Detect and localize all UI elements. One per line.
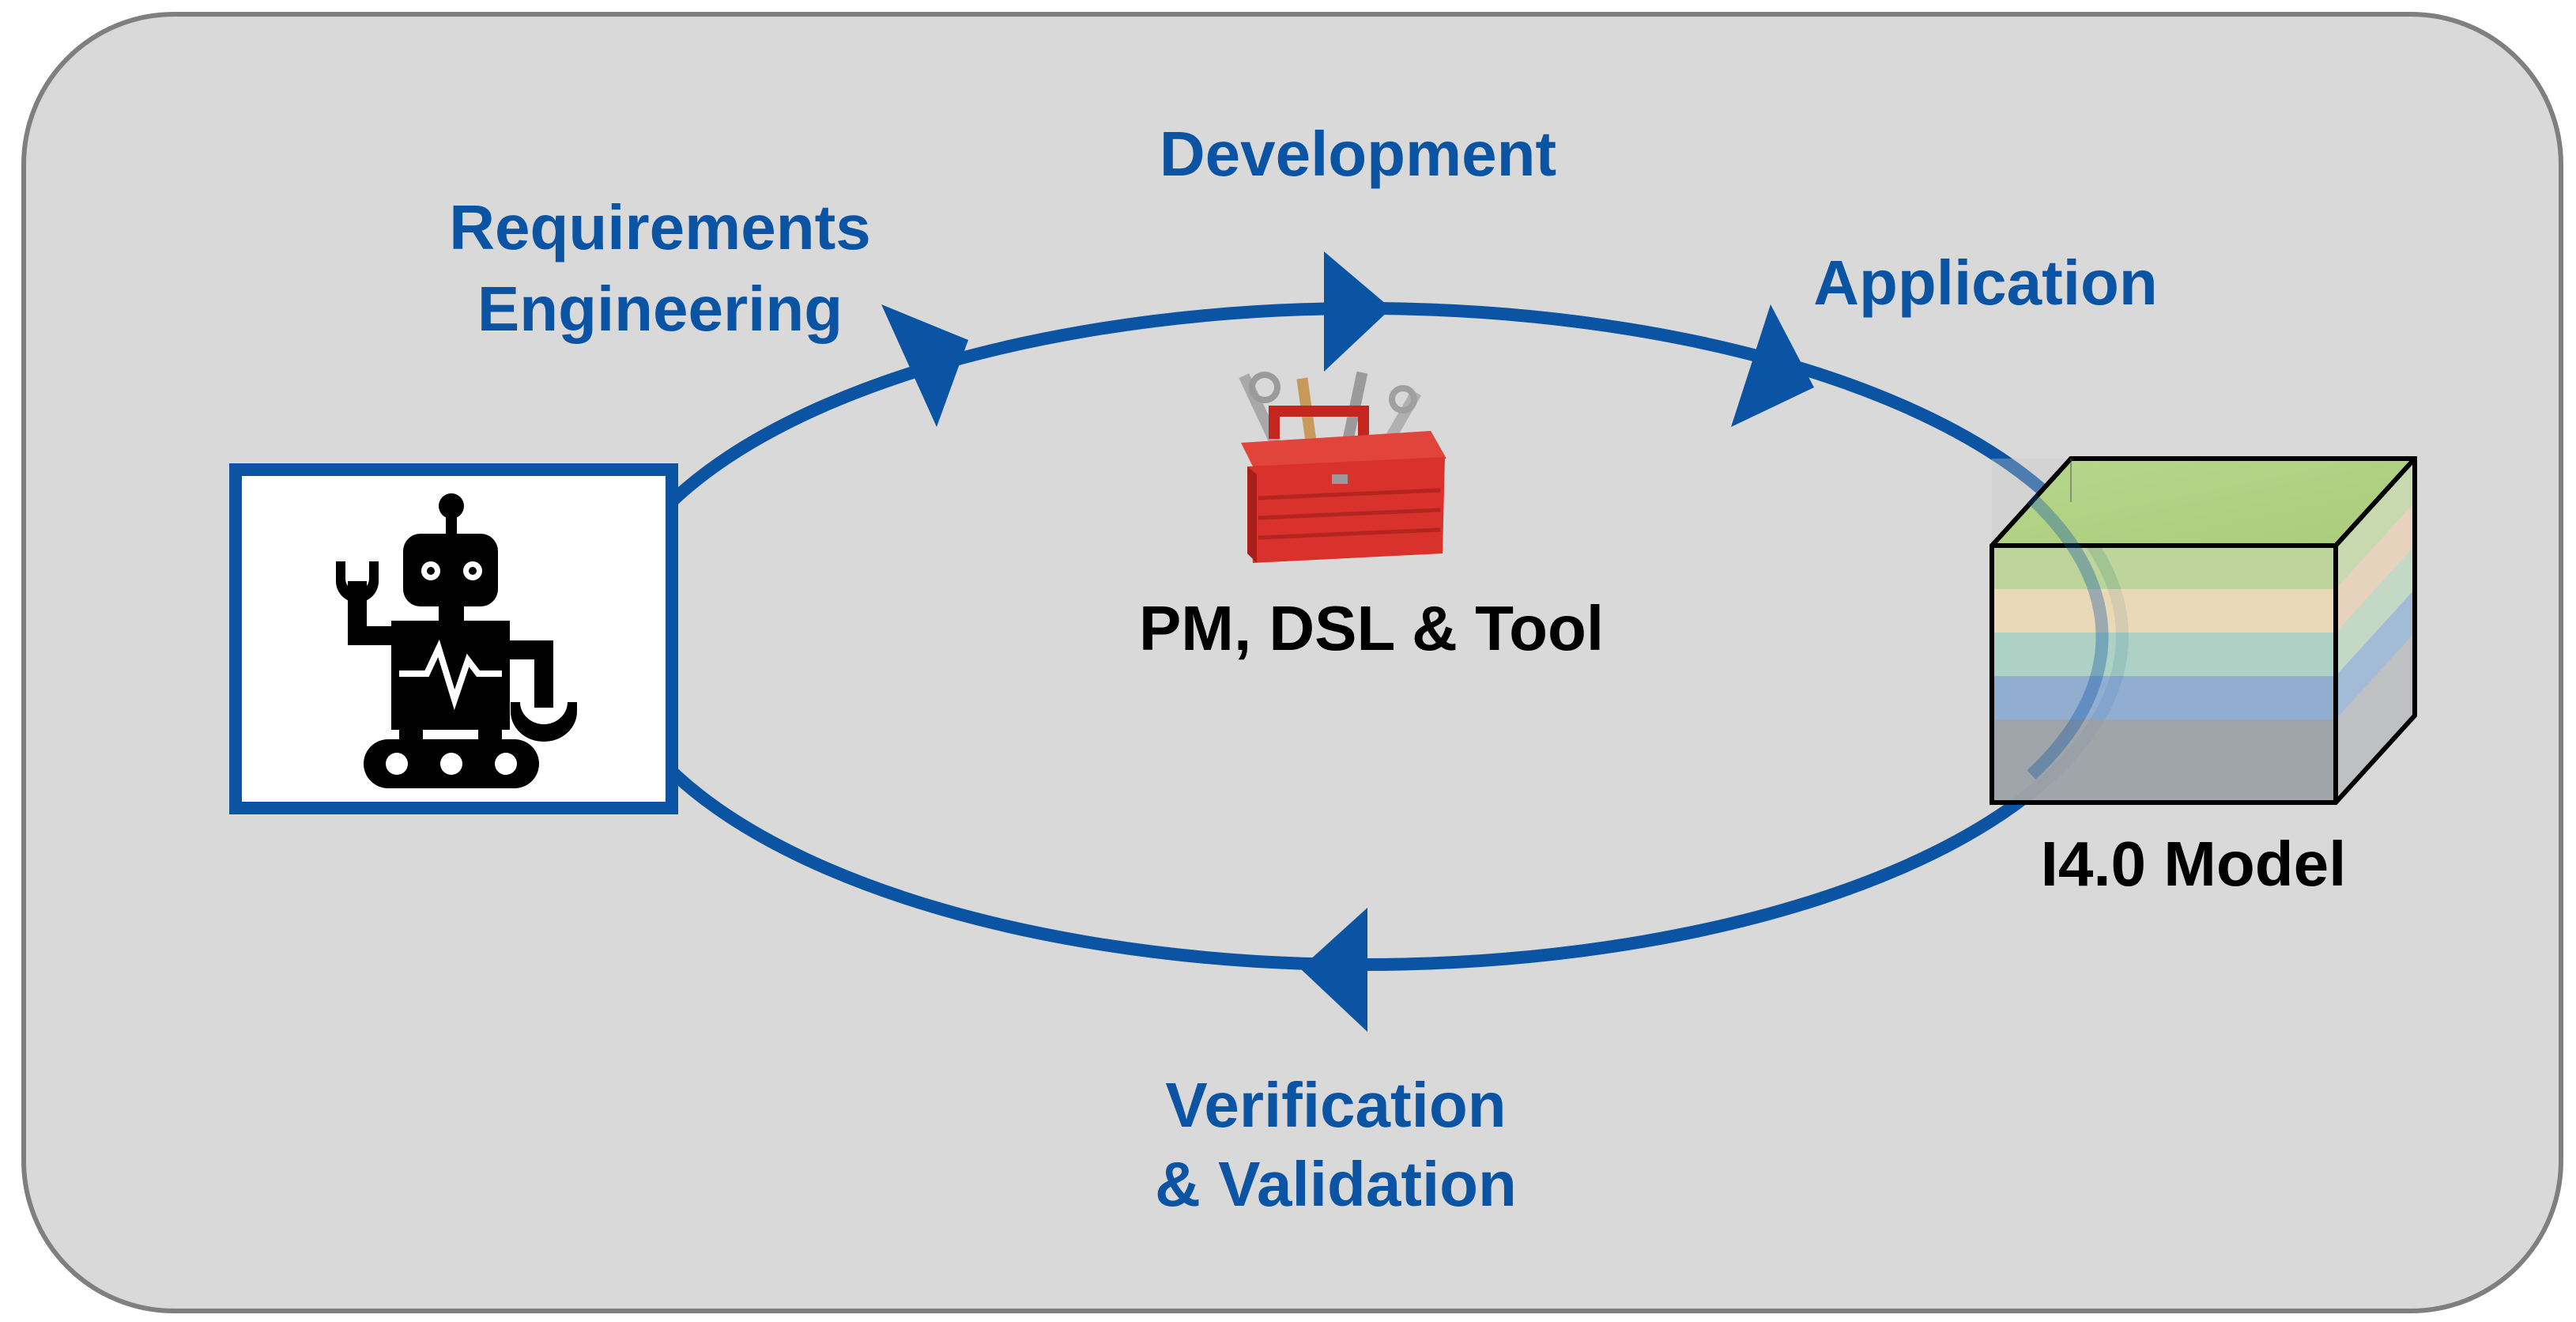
label-requirements-line1: Requirements <box>449 192 870 263</box>
label-verification-line1: Verification <box>1165 1070 1506 1140</box>
lifecycle-loop-overlay <box>2027 493 2109 780</box>
background-panel <box>21 12 2563 1313</box>
toolbox-icon <box>1239 371 1446 563</box>
label-application: Application <box>1813 247 2158 318</box>
robot-box <box>229 463 678 814</box>
label-development: Development <box>1160 119 1556 189</box>
arrow-requirements <box>881 304 968 427</box>
layered-cube-icon <box>1990 456 2417 805</box>
robot-icon <box>336 493 577 788</box>
arrow-development <box>1324 251 1391 372</box>
label-verification-line2: & Validation <box>1155 1149 1517 1219</box>
tool-caption: PM, DSL & Tool <box>1139 593 1604 663</box>
model-caption: I4.0 Model <box>2041 829 2347 899</box>
arrow-application <box>1731 304 1814 427</box>
label-requirements-line2: Engineering <box>477 274 843 344</box>
arrow-verification <box>1300 908 1367 1032</box>
